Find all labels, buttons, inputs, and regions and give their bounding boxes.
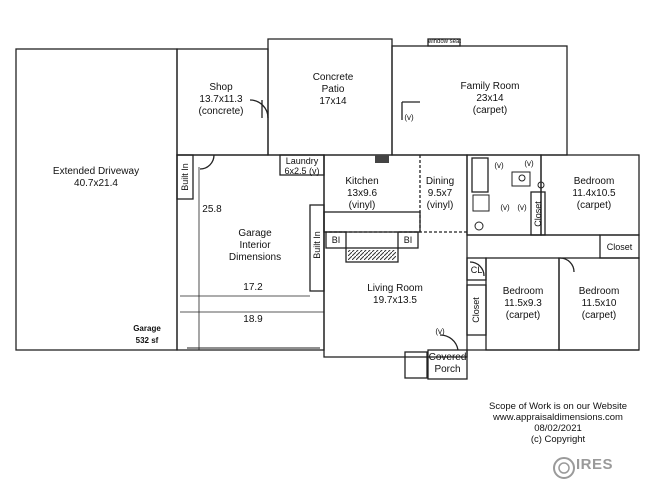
- bedroom-2-floor: (carpet): [505, 310, 541, 321]
- garage-interior-line1: Garage: [238, 228, 272, 239]
- vent-family: (v): [404, 113, 414, 122]
- bedroom-1-dims: 11.4x10.5: [572, 188, 616, 199]
- patio-dims: 17x14: [319, 96, 347, 107]
- shop-label: Shop 13.7x11.3 (concrete): [186, 82, 256, 118]
- cl-label: CL: [470, 265, 483, 275]
- dining-name: Dining: [425, 176, 455, 187]
- family-room-dims: 23x14: [476, 93, 504, 104]
- kitchen-counter: [323, 211, 421, 233]
- kitchen-dims: 13x9.6: [346, 188, 378, 199]
- vent-living: (v): [435, 327, 445, 336]
- living-room-dims: 19.7x13.5: [373, 295, 417, 306]
- patio-name1: Concrete: [312, 72, 354, 83]
- driveway-name: Extended Driveway: [52, 166, 140, 177]
- laundry-dims-line: 6x2.5 (v): [280, 166, 324, 176]
- bedroom-3-name: Bedroom: [578, 286, 620, 297]
- bedroom-2-name: Bedroom: [502, 286, 544, 297]
- porch-label: Covered Porch: [428, 352, 467, 376]
- patio-name2: Patio: [321, 84, 345, 95]
- bi-left-label: BI: [331, 235, 341, 245]
- family-room-floor: (carpet): [472, 105, 508, 116]
- garage-area-label: Garage 532 sf: [124, 323, 170, 347]
- vent-bath-1: (v): [494, 161, 504, 170]
- footer-line1: Scope of Work is on our Website: [489, 401, 627, 412]
- footer-line4: (c) Copyright: [530, 434, 586, 445]
- kitchen-bi-left: [325, 231, 347, 249]
- closet-2: [466, 284, 487, 336]
- vent-bath-3: (v): [500, 203, 510, 212]
- porch-line1: Covered: [428, 352, 467, 363]
- garage-depth-label: 25.8: [202, 204, 222, 215]
- shop-dims: 13.7x11.3: [199, 94, 243, 105]
- porch-steps: [404, 351, 428, 379]
- kitchen-bi-right: [397, 231, 419, 249]
- builtin-garage-label: Built In: [180, 163, 190, 191]
- garage-interior-line2: Interior: [239, 240, 271, 251]
- garage-interior-label: Garage Interior Dimensions: [210, 228, 300, 264]
- living-room-label: Living Room 19.7x13.5: [355, 283, 435, 307]
- footer-line2: www.appraisaldimensions.com: [493, 412, 623, 423]
- closet-1-label: Closet: [533, 201, 543, 227]
- garage-interior-line3: Dimensions: [228, 252, 282, 263]
- ires-logo-icon: [553, 457, 575, 479]
- garage-name: Garage: [133, 324, 161, 333]
- footer-note: Scope of Work is on our Website www.appr…: [478, 401, 638, 445]
- bedroom-1-floor: (carpet): [576, 200, 612, 211]
- driveway-outline: [15, 48, 178, 351]
- cl-closet: [466, 257, 487, 281]
- vent-bath-2: (v): [524, 159, 534, 168]
- bi-right-label: BI: [403, 235, 413, 245]
- builtin-kitchen-label: Built In: [312, 231, 322, 259]
- shop-floor: (concrete): [198, 106, 244, 117]
- closet-right-label: Closet: [606, 242, 633, 252]
- dining-label: Dining 9.5x7 (vinyl): [414, 176, 466, 212]
- laundry-label: Laundry 6x2.5 (v): [280, 156, 324, 176]
- patio-label: Concrete Patio 17x14: [298, 72, 368, 108]
- bedroom-3-label: Bedroom 11.5x10 (carpet): [566, 286, 632, 322]
- garage-width-inner-label: 17.2: [243, 282, 263, 293]
- laundry-name: Laundry: [285, 156, 319, 166]
- vent-bath-4: (v): [517, 203, 527, 212]
- fireplace: [345, 247, 399, 263]
- covered-porch: [427, 349, 468, 380]
- closet-2-label: Closet: [471, 297, 481, 323]
- footer-line3: 08/02/2021: [534, 423, 582, 434]
- kitchen-floor: (vinyl): [348, 200, 376, 211]
- bedroom-2-label: Bedroom 11.5x9.3 (carpet): [490, 286, 556, 322]
- tub: [471, 157, 489, 193]
- bedroom-1-label: Bedroom 11.4x10.5 (carpet): [558, 176, 630, 212]
- shop-name: Shop: [209, 82, 233, 93]
- living-room-name: Living Room: [367, 283, 423, 294]
- bedroom-3-dims: 11.5x10: [581, 298, 617, 309]
- driveway-label: Extended Driveway 40.7x21.4: [36, 166, 156, 190]
- dining-floor: (vinyl): [426, 200, 454, 211]
- builtin-garage: [176, 154, 194, 200]
- family-room-name: Family Room: [460, 81, 520, 92]
- ires-logo-text: IRES: [576, 456, 614, 473]
- window-seat: [427, 38, 461, 47]
- laundry-vent: (v): [309, 166, 320, 176]
- porch-line2: Porch: [434, 364, 461, 375]
- family-room-label: Family Room 23x14 (carpet): [445, 81, 535, 117]
- builtin-kitchen: [309, 204, 325, 292]
- bedroom-2-dims: 11.5x9.3: [504, 298, 542, 309]
- laundry-dims: 6x2.5: [284, 166, 307, 176]
- bedroom-1-name: Bedroom: [573, 176, 615, 187]
- kitchen-name: Kitchen: [345, 176, 379, 187]
- kitchen-label: Kitchen 13x9.6 (vinyl): [332, 176, 392, 212]
- dining-dims: 9.5x7: [427, 188, 453, 199]
- window-seat-label: window seat: [428, 39, 462, 45]
- garage-width-outer-label: 18.9: [243, 314, 263, 325]
- garage-area: 532 sf: [135, 336, 159, 345]
- bedroom-3-floor: (carpet): [581, 310, 617, 321]
- driveway-dims: 40.7x21.4: [74, 178, 118, 189]
